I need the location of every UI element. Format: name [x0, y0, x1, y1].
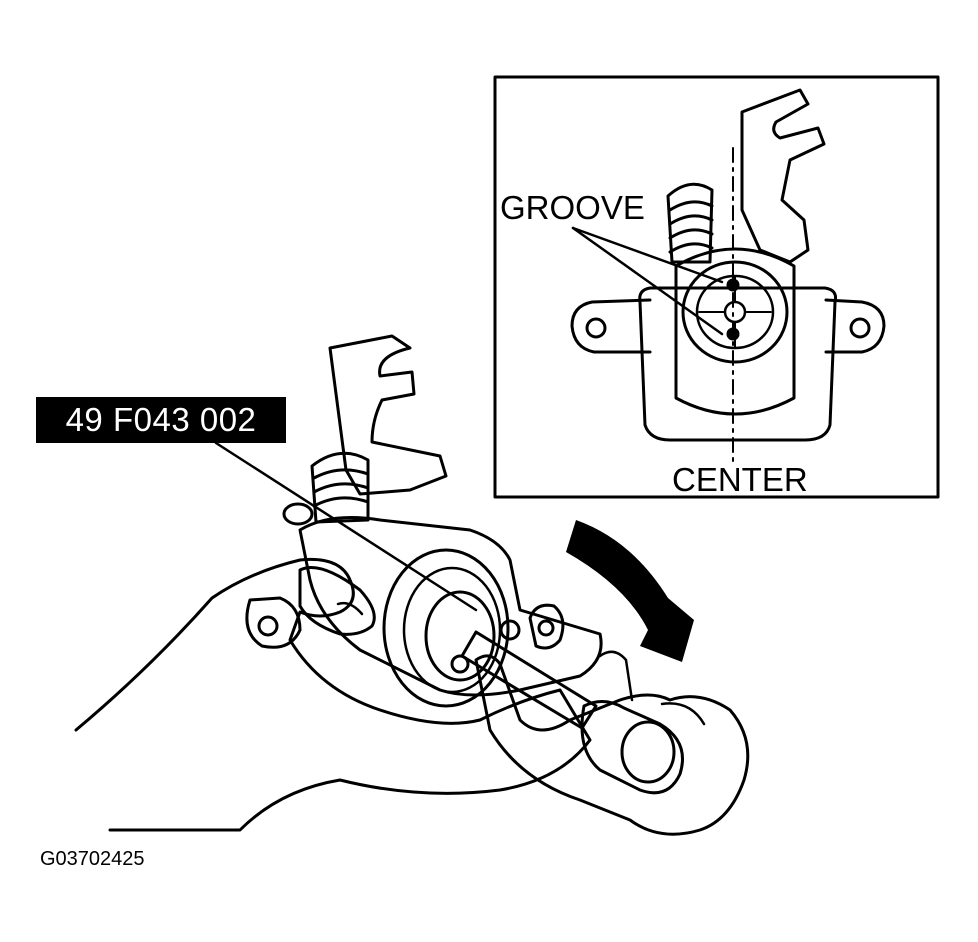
main-mount-right [528, 603, 565, 650]
inset-mount-hole-right [849, 317, 871, 339]
inset-mount-right [824, 298, 886, 354]
main-mount-hole-left [257, 615, 279, 637]
main-piston [424, 590, 496, 682]
main-mount-left [245, 596, 302, 649]
tool-number-label: 49 F043 002 [36, 397, 286, 443]
left-thumb [298, 566, 376, 636]
inset-mount-hole-left [585, 317, 607, 339]
groove-leader-1 [571, 226, 724, 284]
main-piston-pin-bottom [450, 654, 470, 674]
tool-leader-line [214, 441, 478, 612]
right-finger-2 [660, 702, 706, 726]
right-hand [474, 654, 750, 836]
groove-label: GROOVE [500, 189, 645, 226]
tool-handle-end [620, 720, 676, 784]
inset-spring [666, 182, 714, 264]
right-finger-1 [598, 650, 634, 702]
inset-frame [493, 75, 940, 499]
main-mount-hole-right [537, 619, 555, 637]
detail-inset [493, 75, 940, 499]
figure-code: G03702425 [40, 848, 145, 870]
main-piston-pin-top [499, 619, 521, 641]
inset-piston [681, 260, 789, 364]
inset-piston-hub [723, 300, 747, 324]
inset-caliper-body [638, 286, 837, 442]
main-small-pin [282, 502, 314, 526]
main-cylinder [382, 548, 510, 708]
main-illustration [74, 334, 750, 836]
main-bracket [328, 334, 448, 496]
inset-cylinder [674, 247, 796, 416]
main-spring [310, 451, 370, 524]
left-thumbnail [336, 601, 364, 616]
main-cylinder-lip [402, 566, 502, 694]
inset-bracket [740, 88, 826, 264]
tool-handle [580, 700, 684, 795]
inset-mount-left [570, 298, 652, 354]
main-caliper-body [298, 516, 603, 697]
left-hand [74, 557, 592, 832]
curved-arrow-clockwise-icon [566, 520, 694, 662]
center-label: CENTER [672, 461, 808, 498]
groove-leader-2 [571, 226, 724, 336]
